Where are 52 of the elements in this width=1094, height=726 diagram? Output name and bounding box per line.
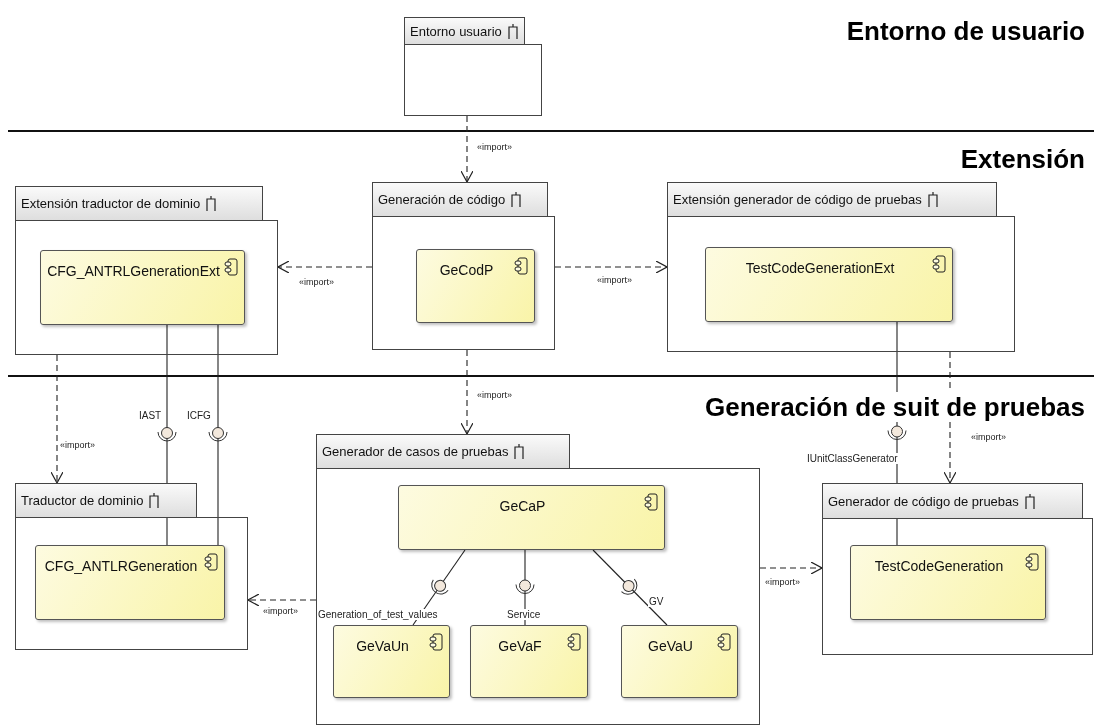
component-box (621, 625, 738, 698)
edge-label: Service (506, 609, 542, 620)
interface-connector (412, 549, 466, 626)
component-box (416, 249, 535, 323)
package-name: Generador de código de pruebas (828, 493, 1019, 509)
interface-connector (592, 549, 668, 626)
layer-heading: Generación de suit de pruebas (705, 392, 1085, 422)
package-name: Generación de código (378, 192, 506, 207)
dependency-arrow (759, 561, 823, 575)
edge-label: «import» (970, 432, 1007, 443)
edge-label: ICFG (186, 410, 212, 421)
edge-label: «import» (476, 142, 513, 153)
dependency-arrow (554, 260, 668, 274)
component-name: GeVaUn (355, 638, 410, 654)
dependency-arrow (460, 115, 474, 183)
dependency-arrow (460, 349, 474, 435)
package-name: Generador de casos de pruebas (322, 444, 509, 459)
component-name: TestCodeGenerationExt (744, 260, 896, 276)
package-name: Entorno usuario (410, 23, 502, 39)
edge-label: «import» (262, 606, 299, 617)
component-name: TestCodeGeneration (873, 558, 1005, 574)
interface-connector (217, 324, 219, 546)
interface-connector (166, 324, 168, 546)
dependency-arrow (247, 593, 317, 607)
edge-label: GV (648, 596, 665, 607)
package-name: Extensión traductor de dominio (21, 196, 201, 211)
component-name: CFG_ANTLRGeneration (43, 558, 199, 574)
component-name: GeCaP (498, 498, 547, 514)
interface-connector (524, 549, 526, 626)
dependency-arrow (277, 260, 373, 274)
edge-label: «import» (298, 277, 335, 288)
edge-label: «import» (596, 275, 633, 286)
edge-label: IUnitClassGenerator (806, 453, 899, 464)
component-name: GeVaU (647, 638, 694, 654)
component-box (470, 625, 588, 698)
component-name: GeCodP (438, 262, 495, 278)
component-box (35, 545, 225, 620)
edge-label: «import» (59, 440, 96, 451)
component-box (850, 545, 1046, 620)
edge-label: IAST (138, 410, 163, 421)
edge-label: «import» (476, 390, 513, 401)
component-box (40, 250, 245, 325)
component-box (398, 485, 665, 550)
component-name: CFG_ANTRLGenerationExt (46, 263, 221, 279)
component-name: GeVaF (497, 638, 543, 654)
package-name: Extensión generador de código de pruebas (673, 192, 922, 207)
component-box (705, 247, 953, 322)
package-name: Traductor de dominio (21, 493, 144, 508)
edge-label: Generation_of_test_values (317, 609, 439, 620)
edge-label: «import» (764, 577, 801, 588)
component-box (333, 625, 450, 698)
dependency-arrow (50, 354, 64, 484)
